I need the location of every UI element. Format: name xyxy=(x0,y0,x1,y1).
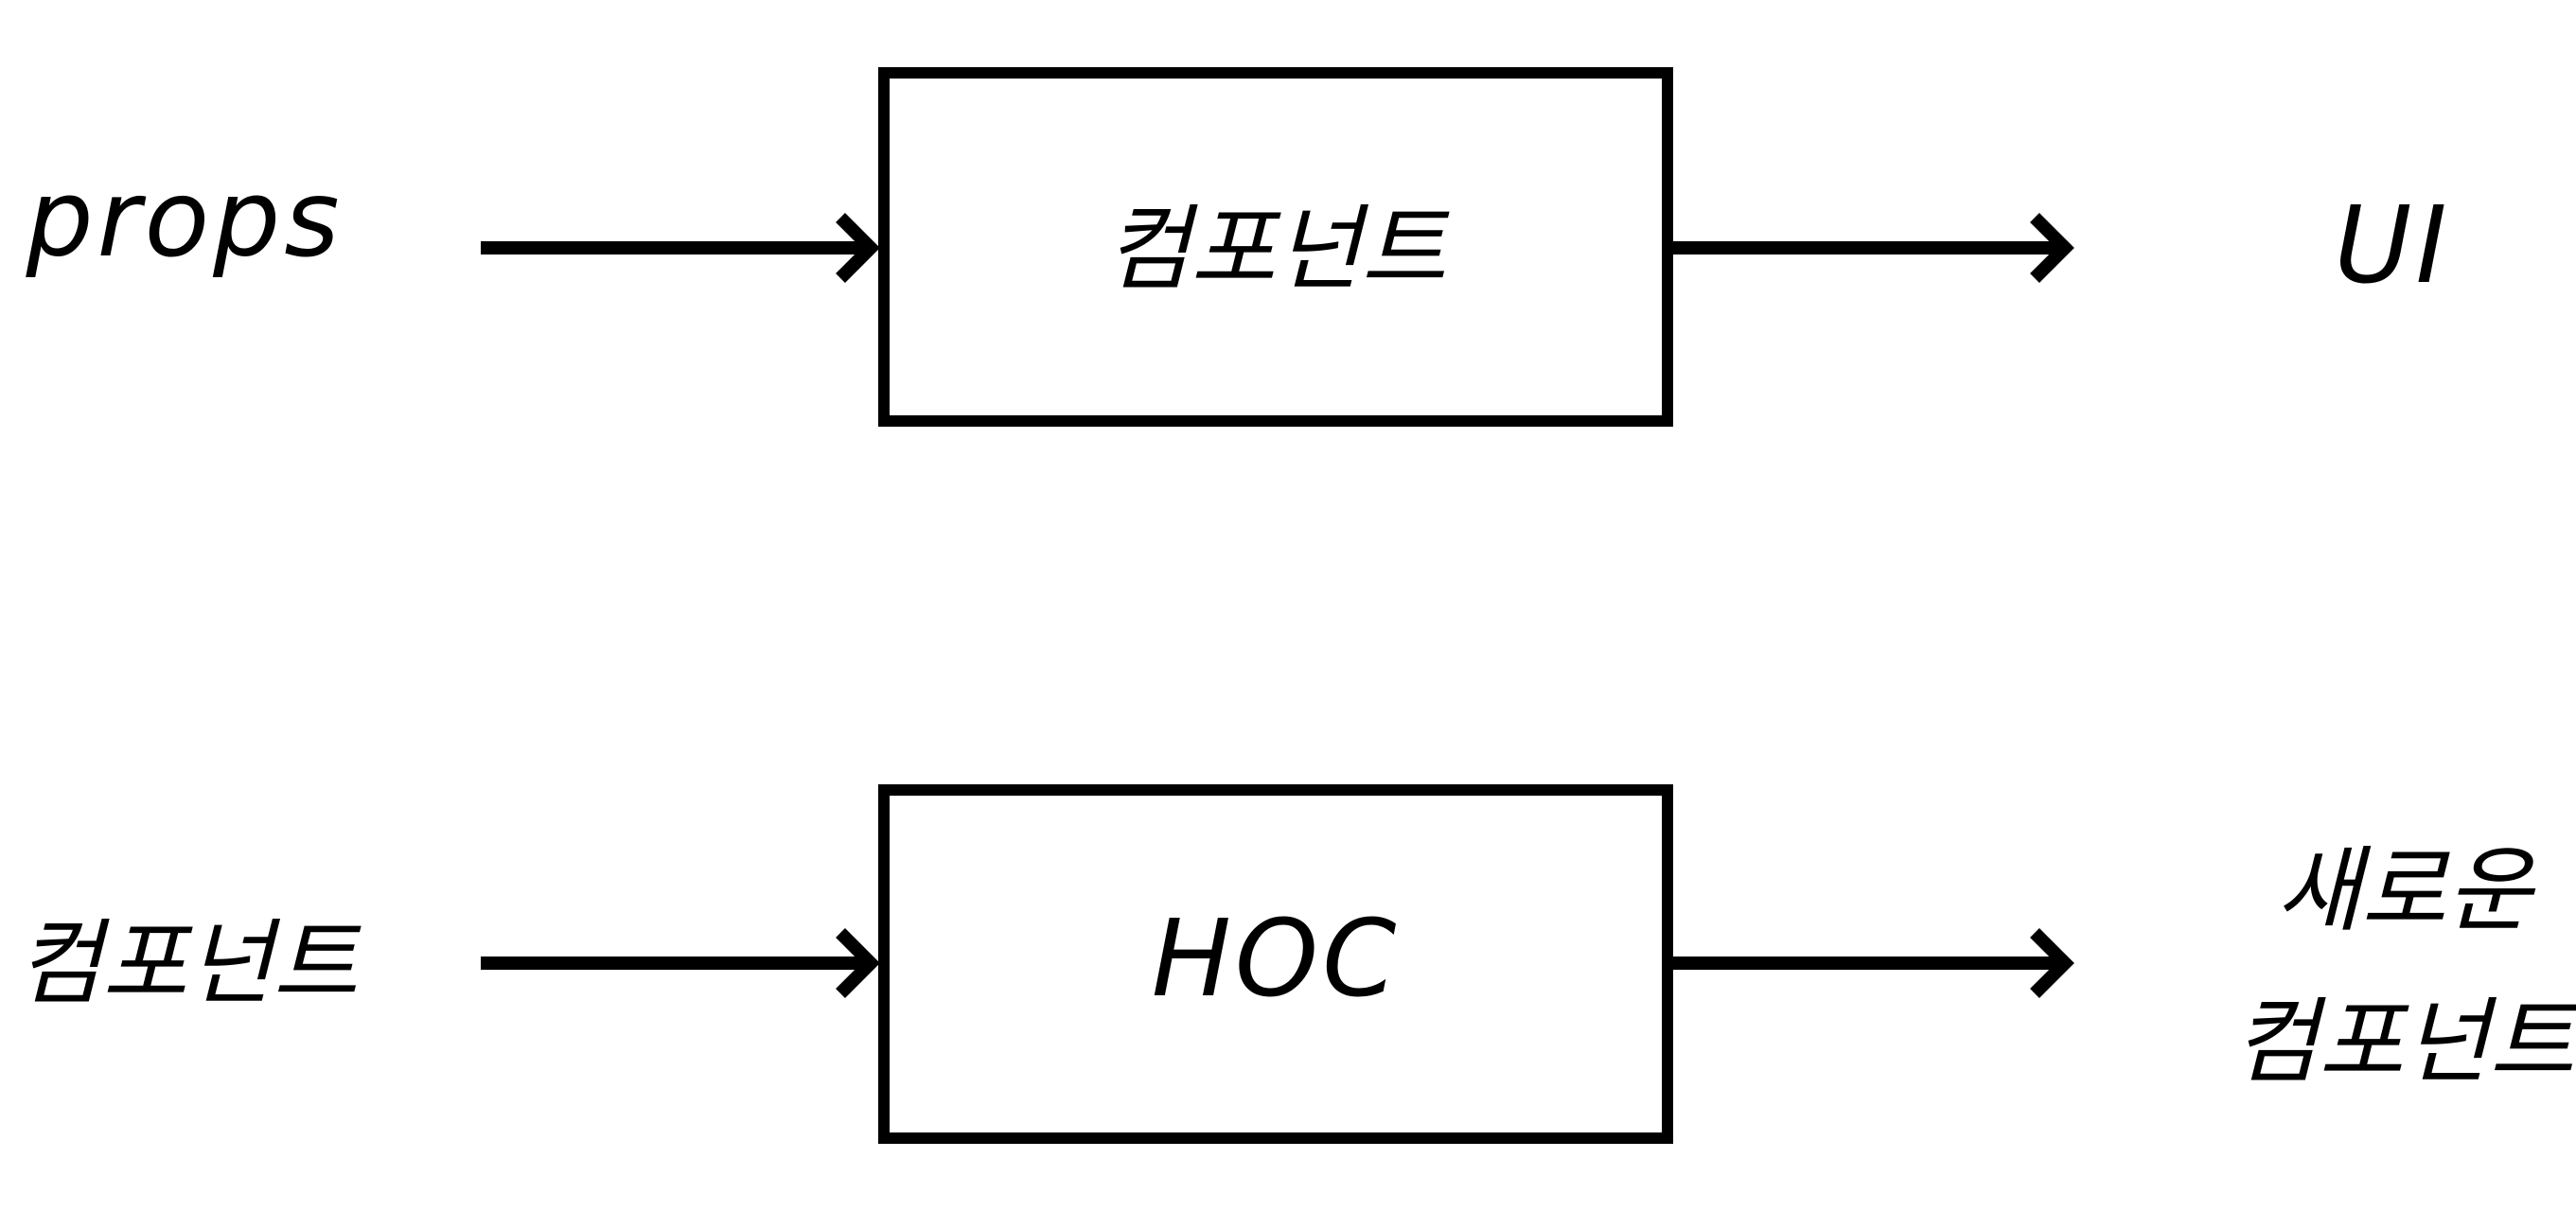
hoc-box-label: HOC xyxy=(1152,898,1401,1021)
component-box xyxy=(878,67,1673,427)
row-1: props 컴포넌트 UI xyxy=(25,67,2450,427)
row-2-input-label: 컴포넌트 xyxy=(17,910,362,1018)
row-1-input-arrow xyxy=(481,213,880,283)
row-1-output-arrow xyxy=(1673,213,2074,283)
component-box-label: 컴포넌트 xyxy=(1105,196,1450,304)
hoc-box xyxy=(878,784,1673,1144)
row-2-output-label-line-1: 새로운 xyxy=(2276,837,2536,945)
row-2-output-arrow xyxy=(1673,928,2074,998)
row-2-input-arrow xyxy=(481,928,880,998)
row-1-output-label: UI xyxy=(2334,184,2450,307)
row-2: 컴포넌트 HOC 새로운 컴포넌트 xyxy=(17,784,2576,1144)
row-1-input-label: props xyxy=(25,158,343,281)
row-2-output-label-line-2: 컴포넌트 xyxy=(2233,989,2576,1097)
